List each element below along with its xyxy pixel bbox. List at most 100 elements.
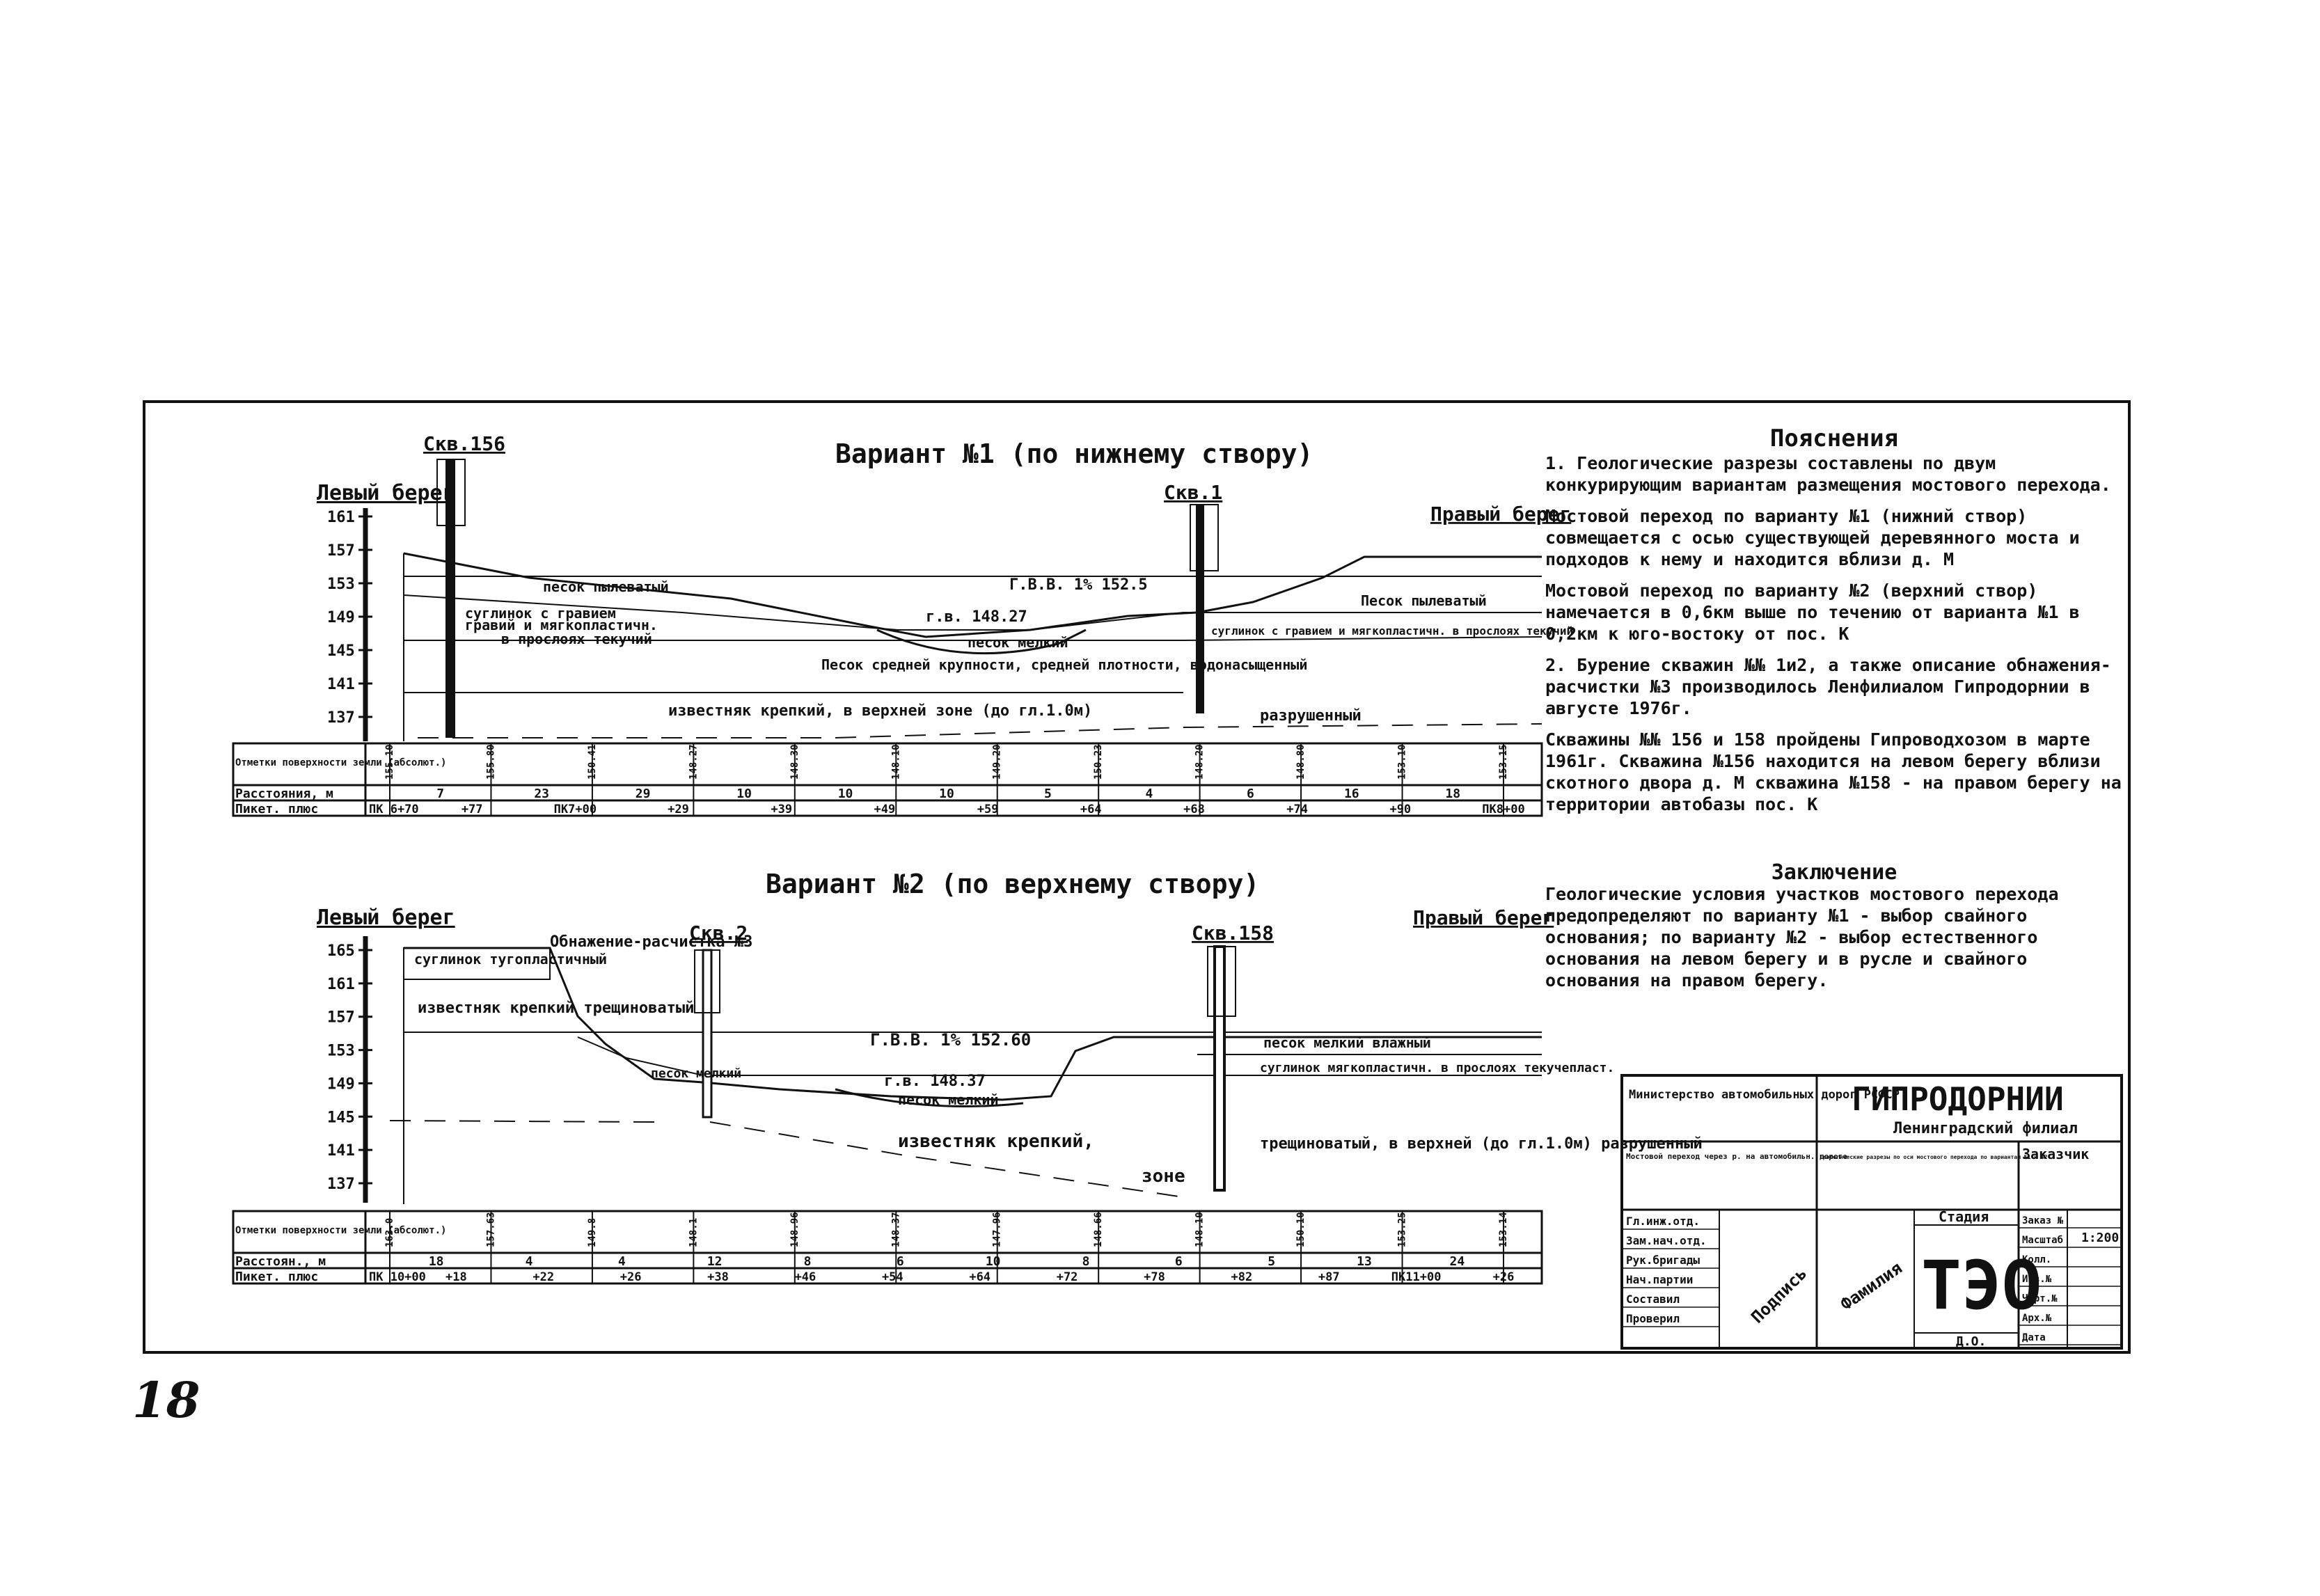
variant2-row-label-dist: Расстоян., м: [235, 1254, 326, 1269]
variant1-elevation-value: 150.23: [1093, 744, 1104, 780]
variant2-elevation-value: 150.10: [1295, 1212, 1307, 1247]
variant2-distance-value: 8: [1082, 1254, 1090, 1269]
variant2-layer-label: зоне: [1142, 1166, 1185, 1187]
variant1-layer-boundary-1: [403, 594, 1542, 631]
variant1-tick-label: 149: [327, 609, 355, 626]
tb-right-label: Черт.№: [2022, 1293, 2058, 1304]
variant1-elevation-value: 155.80: [485, 744, 496, 780]
variant1-picket-value: +90: [1389, 803, 1411, 816]
variant2-distance-value: 8: [804, 1254, 812, 1269]
variant1-elevation-value: 155.10: [384, 744, 395, 780]
variant1-distance-value: 6: [1247, 787, 1254, 801]
variant1-distance-value: 7: [436, 787, 444, 801]
variant1-picket-value: +68: [1183, 803, 1205, 816]
variant1-right-bank: Правый берег: [1430, 503, 1571, 526]
variant1-elevation-value: 148.30: [789, 744, 800, 780]
notes-paragraph: Скважины №№ 156 и 158 пройдены Гипроводх…: [1545, 729, 2122, 814]
variant1-layer-boundary-2: [404, 636, 1542, 641]
variant2-distance-value: 4: [618, 1254, 626, 1269]
variant2-layer-label: трещиноватый, в верхней (до гл.1.0м) раз…: [1260, 1135, 1703, 1153]
variant1-distance-value: 18: [1445, 787, 1460, 801]
variant1-distance-value: 29: [636, 787, 651, 801]
tb-branch: Ленинградский филиал: [1893, 1120, 2078, 1137]
variant2-picket-value: +64: [969, 1270, 991, 1284]
variant2-tick-label: 149: [327, 1075, 355, 1093]
tb-right-label: Масштаб: [2022, 1235, 2063, 1246]
variant2-distance-value: 5: [1268, 1254, 1275, 1269]
variant1-borehole-1: Скв.1: [1164, 481, 1222, 504]
tb-role: Рук.бригады: [1626, 1254, 1700, 1267]
variant1-distance-value: 4: [1145, 787, 1153, 801]
variant1-distance-value: 23: [534, 787, 549, 801]
variant1-section: Вариант №1 (по нижнему створу) Левый бер…: [232, 432, 1573, 817]
variant1-elevation-value: 148.27: [688, 744, 699, 780]
variant2-elevation-value: 147.96: [992, 1212, 1003, 1247]
tb-sign: Д.О.: [1956, 1334, 1986, 1349]
tb-role: Проверил: [1626, 1312, 1680, 1325]
page-number: 18: [132, 1371, 200, 1429]
variant2-left-bank: Левый берег: [317, 906, 455, 930]
variant2-tick-label: 145: [327, 1109, 355, 1126]
variant1-picket-value: +49: [874, 803, 896, 816]
variant2-tick-label: 141: [327, 1142, 355, 1160]
variant2-picket-value: +22: [532, 1270, 554, 1284]
variant1-row-label-picket: Пикет. плюс: [235, 802, 318, 816]
variant1-elevation-value: 148.80: [1295, 744, 1307, 780]
variant2-elevation-value: 153.14: [1498, 1212, 1509, 1247]
variant1-elevation-value: 153.15: [1498, 744, 1509, 780]
variant1-distance-value: 16: [1344, 787, 1359, 801]
variant2-borehole-2-frame: [694, 949, 720, 1013]
tb-role: Зам.нач.отд.: [1626, 1234, 1707, 1247]
variant1-elevation-value: 153.10: [1397, 744, 1408, 780]
variant2-outcrop: Обнажение-расчистка №3: [550, 933, 752, 951]
variant2-riverbed: [835, 1088, 1024, 1107]
tb-role: Нач.партии: [1626, 1273, 1693, 1286]
variant1-borehole-1-frame: [1190, 504, 1219, 571]
variant2-tick-label: 161: [327, 976, 355, 993]
variant2-picket-value: +26: [1493, 1270, 1515, 1284]
notes-paragraph: Мостовой переход по варианту №2 (верхний…: [1545, 580, 2080, 644]
variant1-borehole-156: Скв.156: [423, 432, 505, 455]
variant2-elevation-value: 148.37: [890, 1212, 901, 1247]
variant1-tick-label: 161: [327, 509, 355, 526]
tb-stage: ТЭО: [1921, 1247, 2042, 1325]
variant2-borehole-158-frame: [1207, 946, 1236, 1017]
variant2-title: Вариант №2 (по верхнему створу): [766, 869, 1259, 899]
explanatory-notes: Пояснения 1. Геологические разрезы соста…: [1545, 427, 2123, 825]
variant2-layer-label: песок мелкий: [898, 1091, 999, 1108]
variant2-row-label-elev: Отметки поверхности земли (абсолют.): [235, 1225, 446, 1236]
variant2-tick-label: 153: [327, 1043, 355, 1060]
variant1-picket-value: +74: [1286, 803, 1308, 816]
drawing-frame: [143, 400, 2131, 1354]
variant2-picket-value: +18: [445, 1270, 467, 1284]
variant2-picket-value: +46: [795, 1270, 816, 1284]
variant2-elevation-value: 149.8: [587, 1218, 598, 1247]
variant2-picket-value: +26: [620, 1270, 642, 1284]
variant2-layer-label: песок мелкий: [651, 1066, 741, 1081]
variant1-tick-label: 153: [327, 576, 355, 593]
variant2-borehole-2-column: [702, 949, 713, 1119]
variant2-borehole-158: Скв.158: [1192, 922, 1274, 945]
tb-sheet-title: Геологические разрезы по оси мостового п…: [1820, 1154, 2048, 1160]
variant2-weathered-zone-line: [709, 1121, 1184, 1198]
conclusion-text: Геологические условия участков мостового…: [1545, 884, 2059, 990]
title-block-roles: Гл.инж.отд.Зам.нач.отд.Рук.бригадыНач.па…: [1622, 1215, 1719, 1327]
variant1-distance-value: 5: [1044, 787, 1052, 801]
variant2-ground-surface: [404, 947, 1542, 1101]
variant1-tick-label: 137: [327, 709, 355, 727]
variant2-layer-label: суглинок мягкопластичн. в прослоях текуч…: [1260, 1061, 1614, 1075]
variant1-distance-value: 10: [838, 787, 853, 801]
variant1-water-level: Г.В.В. 1% 152.5: [1009, 576, 1148, 594]
variant1-tick-label: 157: [327, 542, 355, 560]
tb-right-label: Арх.№: [2022, 1313, 2052, 1324]
variant1-ground-surface: [403, 552, 1542, 638]
notes-paragraph: Мостовой переход по варианту №1 (нижний …: [1545, 506, 2080, 569]
variant2-water-level: Г.В.В. 1% 152.60: [870, 1030, 1031, 1050]
variant1-layer-label: Песок средней крупности, средней плотнос…: [821, 656, 1307, 673]
variant2-section: Вариант №2 (по верхнему створу) Левый бе…: [232, 869, 1703, 1285]
variant1-picket-value: +77: [461, 803, 483, 816]
tb-customer: Заказчик: [2022, 1146, 2089, 1162]
variant2-elevation-value: 148.1: [688, 1218, 699, 1247]
variant2-picket-value: +54: [882, 1270, 903, 1284]
